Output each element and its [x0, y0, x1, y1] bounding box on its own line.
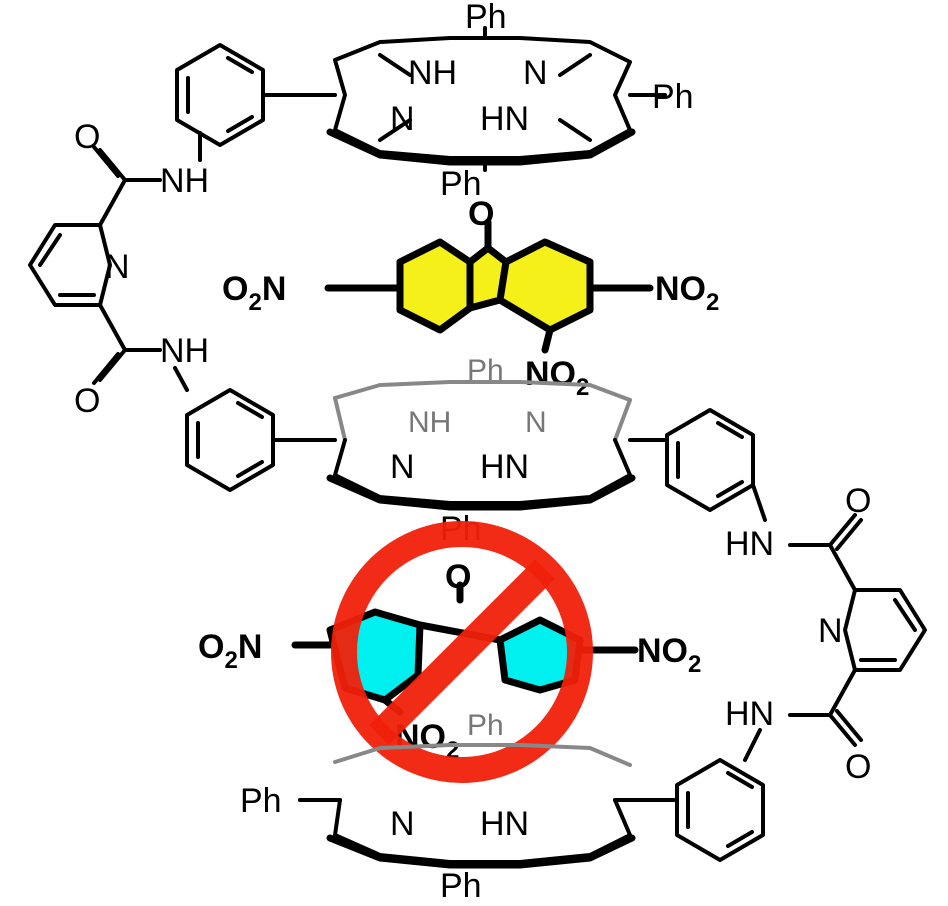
bound-guest-o-label: O	[468, 195, 494, 233]
svg-text:O2N: O2N	[198, 628, 262, 674]
excluded-guest-o2n-left: O2N	[198, 628, 262, 674]
bottom-ph-label-left: Ph	[240, 782, 282, 820]
bound-guest-no2-bottom: NO2	[525, 355, 589, 401]
right-bottom-hn-label: HN	[725, 695, 774, 733]
top-n-label-left: N	[390, 100, 415, 138]
bottom-hn-label: HN	[480, 805, 529, 843]
middle-right-phenyl	[665, 408, 767, 522]
top-porphyrin	[273, 26, 667, 172]
svg-text:NO2: NO2	[655, 270, 719, 316]
top-left-phenyl	[175, 43, 277, 162]
right-bottom-o-label: O	[845, 748, 871, 786]
bottom-ph-label-bottom: Ph	[440, 867, 482, 905]
bottom-ph-label-top: Ph	[467, 709, 504, 742]
middle-n-label-right: N	[525, 406, 547, 439]
svg-text:NO2: NO2	[525, 355, 589, 401]
left-bottom-o-label: O	[74, 382, 100, 420]
left-top-o-label: O	[74, 118, 100, 156]
guest-left-ring	[396, 238, 474, 334]
bottom-porphyrin	[298, 743, 667, 869]
left-pyridine-n-label: N	[105, 248, 130, 286]
prohibition-icon	[331, 521, 593, 783]
middle-ph-label-top: Ph	[467, 354, 504, 387]
middle-porphyrin	[283, 380, 667, 511]
top-ph-label-bottom: Ph	[440, 165, 482, 203]
top-ph-label-right: Ph	[652, 78, 694, 116]
top-n-label-right: N	[523, 54, 548, 92]
bottom-n-label: N	[390, 805, 415, 843]
middle-nh-label: NH	[408, 406, 451, 439]
right-top-hn-label: HN	[725, 525, 774, 563]
top-amide-nh-label: NH	[160, 162, 209, 200]
bound-guest-molecule	[324, 218, 654, 354]
middle-hn-label: HN	[480, 448, 529, 486]
svg-text:NO2: NO2	[637, 632, 701, 678]
middle-amide-nh-label: NH	[160, 332, 209, 370]
right-top-o-label: O	[845, 482, 871, 520]
top-hn-label: HN	[480, 100, 529, 138]
excluded-guest-no2-right: NO2	[637, 632, 701, 678]
left-pyridine-linker	[28, 145, 162, 385]
svg-text:O2N: O2N	[222, 270, 286, 316]
bottom-right-phenyl	[663, 728, 765, 862]
guest-right-ring	[496, 238, 594, 334]
top-nh-label: NH	[408, 54, 457, 92]
middle-n-label-left: N	[390, 448, 415, 486]
bound-guest-o2n-left: O2N	[222, 270, 286, 316]
right-pyridine-linker	[788, 513, 927, 747]
top-ph-label-top: Ph	[465, 0, 507, 36]
bound-guest-no2-right: NO2	[655, 270, 719, 316]
middle-left-phenyl	[173, 366, 287, 492]
right-pyridine-n-label: N	[818, 612, 843, 650]
excluded-guest-o-label: O	[445, 558, 471, 596]
